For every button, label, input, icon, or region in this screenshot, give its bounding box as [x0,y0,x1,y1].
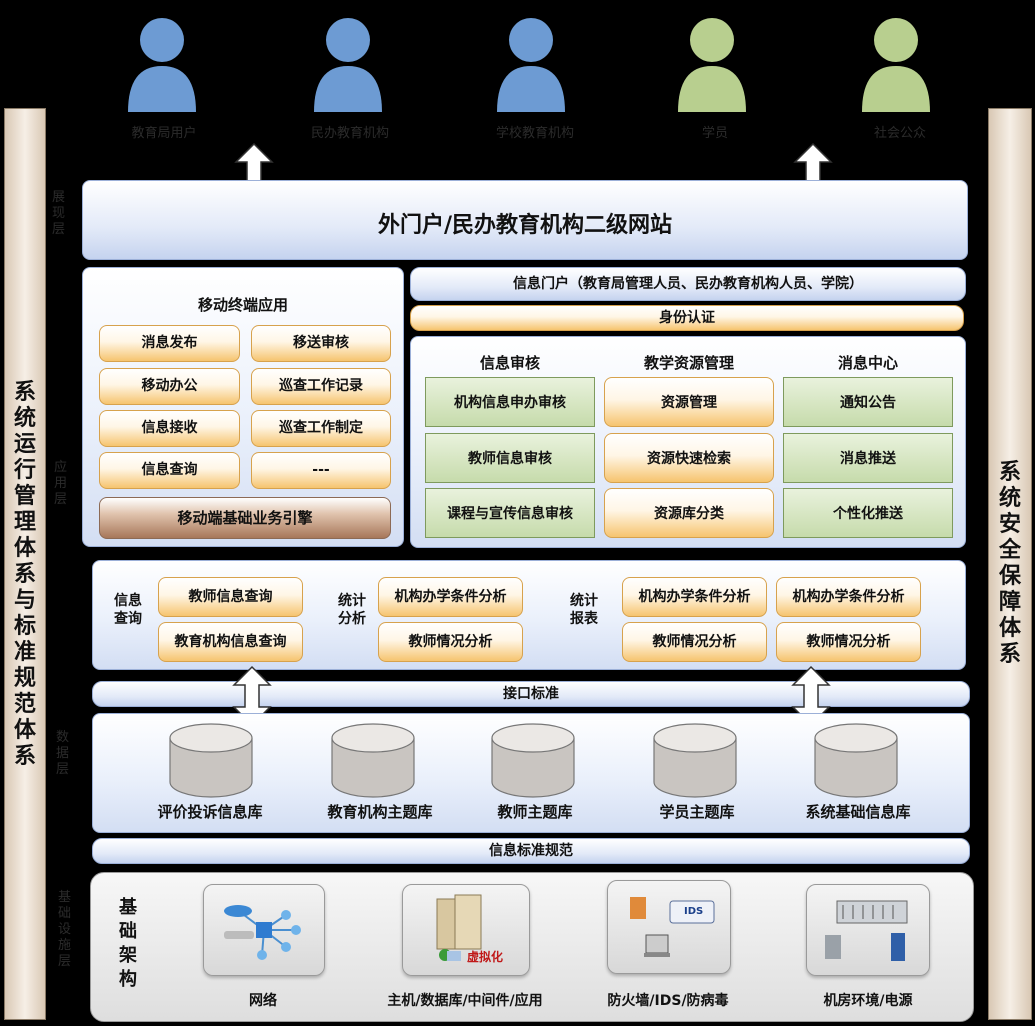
mobile-item-6[interactable]: 巡查工作制定 [251,410,391,447]
message-item-1[interactable]: 通知公告 [783,377,953,427]
database-label-5: 系统基础信息库 [805,803,911,821]
user-icon-4 [674,14,750,114]
user-label-5: 社会公众 [873,126,926,141]
firewall-icon [630,897,715,957]
virtualization-badge: 虚拟化 [467,950,504,964]
server-icon [436,894,482,961]
audit-title: 信息审核 [479,354,540,372]
infra-label-network: 网络 [249,993,277,1009]
resource-item-3[interactable]: 资源库分类 [604,488,774,538]
database-label-4: 学员主题库 [659,803,735,821]
database-icon [491,723,575,798]
resource-title: 教学资源管理 [643,354,734,372]
user-label-4: 学员 [701,126,728,141]
message-item-3[interactable]: 个性化推送 [783,488,953,538]
mobile-item-1[interactable]: 消息发布 [99,325,240,362]
mobile-item-7[interactable]: 信息查询 [99,452,240,489]
query-item-2[interactable]: 教育机构信息查询 [158,622,303,662]
stat-report-item-1[interactable]: 机构办学条件分析 [622,577,767,617]
user-label-1: 教育局用户 [131,126,197,141]
audit-item-3[interactable]: 课程与宣传信息审核 [425,488,595,538]
layer-label-presentation: 展 现 层 [52,190,66,237]
layer-label-application: 应 用 层 [54,460,68,507]
database-icon [653,723,737,798]
mobile-item-5[interactable]: 信息接收 [99,410,240,447]
interface-standard-bar: 接口标准 [92,681,970,707]
database-icon [169,723,253,798]
infra-label-firewall: 防火墙/IDS/防病毒 [607,993,729,1009]
ids-badge: IDS [684,906,704,917]
stat-report-item-4[interactable]: 教师情况分析 [776,622,921,662]
network-icon [224,905,301,960]
portal-banner: 外门户/民办教育机构二级网站 [82,180,968,260]
mobile-item-8[interactable]: --- [251,452,391,489]
database-label-3: 教师主题库 [497,803,573,821]
user-icon-1 [124,14,200,114]
infra-item-network[interactable] [203,884,325,976]
infra-label-datacenter: 机房环境/电源 [823,993,913,1009]
stat-report-item-3[interactable]: 教师情况分析 [622,622,767,662]
message-title: 消息中心 [837,354,898,372]
mobile-item-2[interactable]: 移送审核 [251,325,391,362]
layer-label-data: 数 据 层 [56,730,70,777]
audit-item-2[interactable]: 教师信息审核 [425,433,595,483]
mobile-title: 移动终端应用 [197,296,288,314]
audit-item-1[interactable]: 机构信息申办审核 [425,377,595,427]
mobile-engine: 移动端基础业务引擎 [99,497,391,539]
database-label-1: 评价投诉信息库 [157,803,263,821]
query-label: 信息 查询 [114,593,142,627]
message-item-2[interactable]: 消息推送 [783,433,953,483]
database-icon [331,723,415,798]
datacenter-icon [825,900,908,961]
layer-label-infra: 基 础 设 施 层 [58,890,72,969]
infra-item-server[interactable]: 虚拟化 [402,884,530,976]
left-system-bar: 系 统 运 行 管 理 体 系 与 标 准 规 范 体 系 [4,108,46,1020]
user-icon-3 [493,14,569,114]
info-portal-bar: 信息门户（教育局管理人员、民办教育机构人员、学院） [410,267,966,301]
stat-report-label: 统计 报表 [570,593,598,627]
stat-analysis-item-2[interactable]: 教师情况分析 [378,622,523,662]
user-label-3: 学校教育机构 [495,126,574,141]
right-system-label: 系 统 安 全 保 障 体 系 [998,459,1021,667]
right-system-bar: 系 统 安 全 保 障 体 系 [988,108,1032,1020]
mobile-item-3[interactable]: 移动办公 [99,368,240,405]
infra-item-datacenter[interactable] [806,884,930,976]
info-standard-bar: 信息标准规范 [92,838,970,864]
infra-label: 基 础 架 构 [119,897,137,990]
query-item-1[interactable]: 教师信息查询 [158,577,303,617]
infra-label-server: 主机/数据库/中间件/应用 [387,993,543,1009]
infra-item-firewall[interactable]: IDS [607,880,731,974]
resource-item-1[interactable]: 资源管理 [604,377,774,427]
left-system-label: 系 统 运 行 管 理 体 系 与 标 准 规 范 体 系 [13,379,36,769]
user-icon-2 [310,14,386,114]
stat-analysis-label: 统计 分析 [338,593,366,627]
database-label-2: 教育机构主题库 [327,803,433,821]
database-icon [814,723,898,798]
identity-bar[interactable]: 身份认证 [410,305,964,331]
resource-item-2[interactable]: 资源快速检索 [604,433,774,483]
user-label-2: 民办教育机构 [310,126,389,141]
user-icon-5 [858,14,934,114]
stat-analysis-item-1[interactable]: 机构办学条件分析 [378,577,523,617]
stat-report-item-2[interactable]: 机构办学条件分析 [776,577,921,617]
mobile-item-4[interactable]: 巡查工作记录 [251,368,391,405]
portal-title: 外门户/民办教育机构二级网站 [377,212,673,238]
